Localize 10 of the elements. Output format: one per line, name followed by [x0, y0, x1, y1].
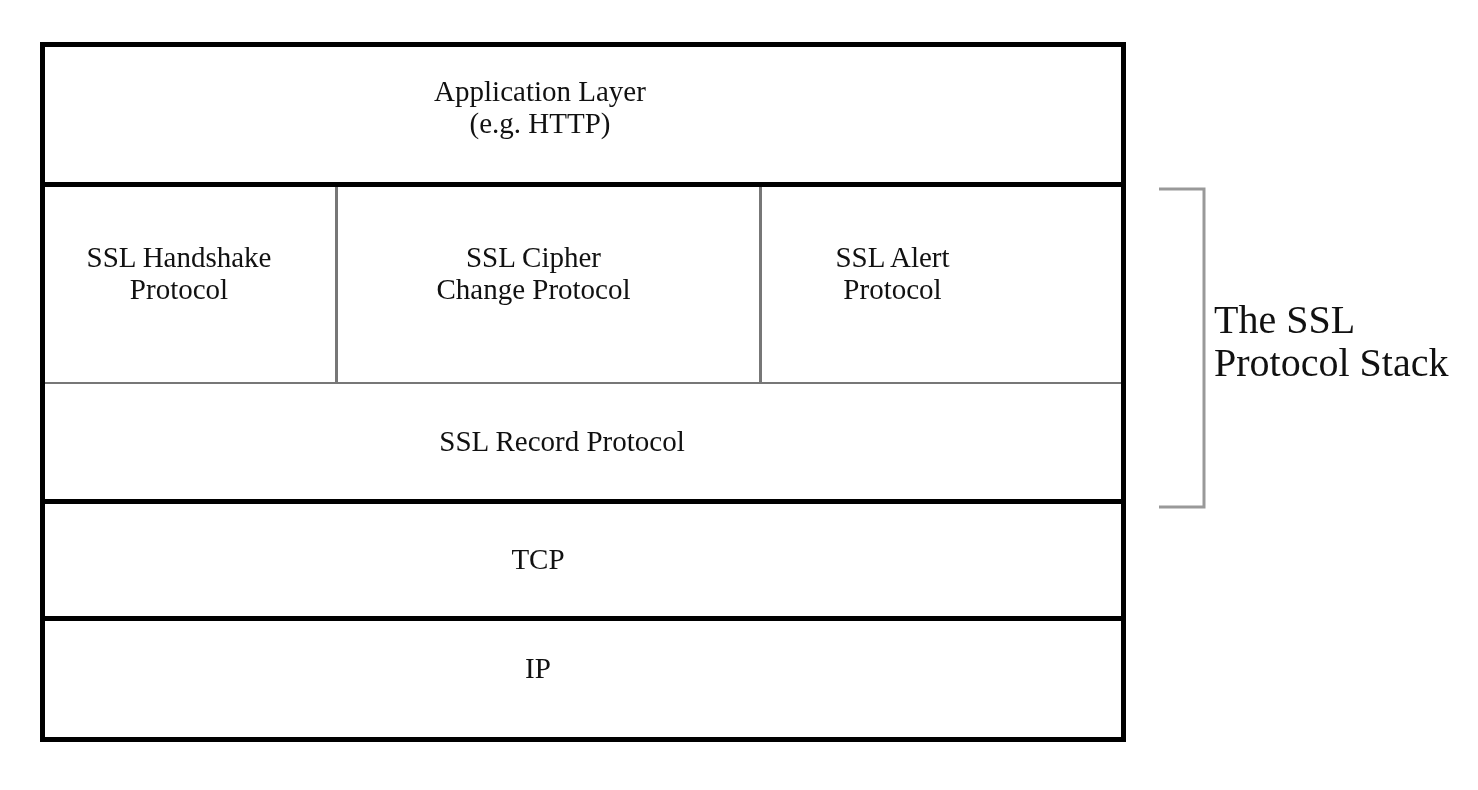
layer-label: SSL Alert Protocol	[834, 242, 951, 305]
layer-label: SSL Handshake Protocol	[85, 242, 273, 305]
bracket-label: The SSL Protocol Stack	[1214, 298, 1450, 385]
layer-box	[338, 187, 762, 384]
layer-label: Application Layer (e.g. HTTP)	[433, 76, 647, 139]
layer-label: TCP	[511, 544, 565, 576]
layer-box	[45, 187, 338, 384]
layer-label: SSL Record Protocol	[439, 426, 685, 457]
layer-label: SSL Cipher Change Protocol	[435, 242, 632, 305]
layer-label: IP	[525, 653, 551, 685]
